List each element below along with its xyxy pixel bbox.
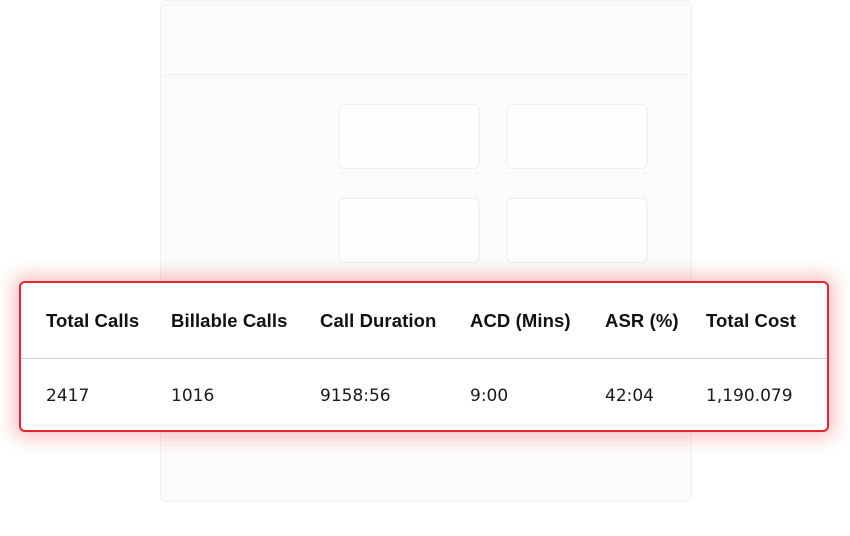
stats-value-row: 2417 1016 9158:56 9:00 42:04 1,190.079 <box>21 359 827 432</box>
value-billable-calls: 1016 <box>171 385 215 406</box>
background-placeholder-box <box>338 198 480 263</box>
background-placeholder-box <box>506 104 648 169</box>
background-panel <box>160 0 692 502</box>
background-placeholder-box <box>338 104 480 169</box>
header-acd-mins: ACD (Mins) <box>470 309 571 331</box>
header-total-cost: Total Cost <box>706 309 797 331</box>
header-billable-calls: Billable Calls <box>171 309 288 331</box>
value-total-calls: 2417 <box>46 385 90 406</box>
header-call-duration: Call Duration <box>320 309 437 331</box>
value-total-cost: 1,190.079 <box>706 385 793 406</box>
value-call-duration: 9158:56 <box>320 385 391 406</box>
call-stats-summary-card: Total Calls Billable Calls Call Duration… <box>19 281 829 432</box>
stats-header-row: Total Calls Billable Calls Call Duration… <box>21 283 827 359</box>
value-acd-mins: 9:00 <box>470 385 509 406</box>
background-placeholder-box <box>506 198 648 263</box>
header-asr-percent: ASR (%) <box>605 309 679 331</box>
header-total-calls: Total Calls <box>46 309 140 331</box>
value-asr-percent: 42:04 <box>605 385 654 406</box>
background-divider <box>161 74 691 75</box>
